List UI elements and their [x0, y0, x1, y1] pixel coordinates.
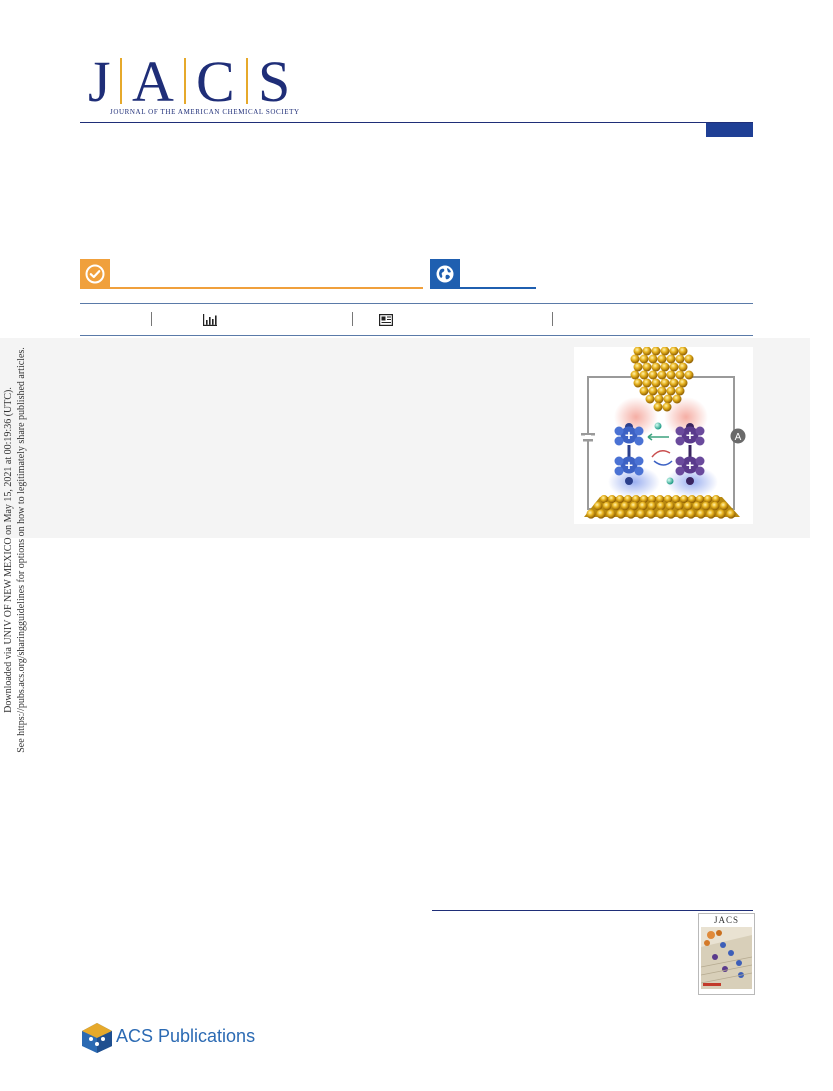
download-stamp: Downloaded via UNIV OF NEW MEXICO on May…: [0, 330, 40, 770]
svg-text:+: +: [686, 457, 694, 473]
toc-graphic: A +: [574, 346, 753, 524]
logo-letter-a: A: [132, 49, 174, 114]
metrics-bar-top-rule: [80, 303, 753, 304]
journal-logo: J A C S JOURNAL OF THE AMERICAN CHEMICAL…: [80, 52, 310, 120]
editors-choice-underline: [110, 287, 423, 289]
ammeter-icon: [730, 428, 746, 444]
article-type-tab: [706, 123, 753, 137]
editors-choice-badge[interactable]: [80, 259, 110, 289]
metrics-bar-bottom-rule: [80, 335, 753, 336]
right-molecule: + +: [675, 423, 705, 485]
globe-icon: [436, 265, 454, 283]
logo-divider: [184, 58, 186, 104]
journal-name: JOURNAL OF THE AMERICAN CHEMICAL SOCIETY: [110, 108, 300, 116]
logo-divider: [246, 58, 248, 104]
download-stamp-line-1: Downloaded via UNIV OF NEW MEXICO on May…: [3, 387, 14, 713]
acs-publications-logo[interactable]: ACS Publications: [80, 1022, 255, 1056]
header-rule: [80, 122, 753, 123]
open-access-underline: [460, 287, 536, 289]
download-stamp-line-2: See https://pubs.acs.org/sharingguidelin…: [16, 347, 27, 753]
svg-text:+: +: [686, 427, 694, 443]
logo-letter-c: C: [196, 49, 235, 114]
logo-letter-j: J: [88, 49, 111, 114]
logo-letter-s: S: [258, 49, 291, 114]
open-access-badge[interactable]: [430, 259, 460, 289]
article-recommendations-icon[interactable]: [379, 314, 393, 326]
metrics-separator: [151, 312, 152, 326]
logo-divider: [120, 58, 122, 104]
check-circle-icon: [85, 264, 105, 284]
cover-art: [701, 927, 752, 989]
cover-title: JACS: [713, 915, 739, 925]
svg-text:+: +: [625, 457, 633, 473]
svg-text:+: +: [625, 427, 633, 443]
journal-cover-thumbnail[interactable]: JACS: [698, 913, 755, 995]
ammeter-label: A: [735, 432, 742, 443]
metrics-separator: [352, 312, 353, 326]
acs-hexagon-icon: [82, 1023, 112, 1053]
molecular-junction-illustration: A +: [581, 346, 746, 519]
bar-chart-icon[interactable]: [203, 314, 217, 326]
left-molecule: + +: [614, 423, 644, 485]
metrics-separator: [552, 312, 553, 326]
footnote-rule: [432, 910, 753, 911]
publisher-name: ACS Publications: [116, 1026, 256, 1046]
